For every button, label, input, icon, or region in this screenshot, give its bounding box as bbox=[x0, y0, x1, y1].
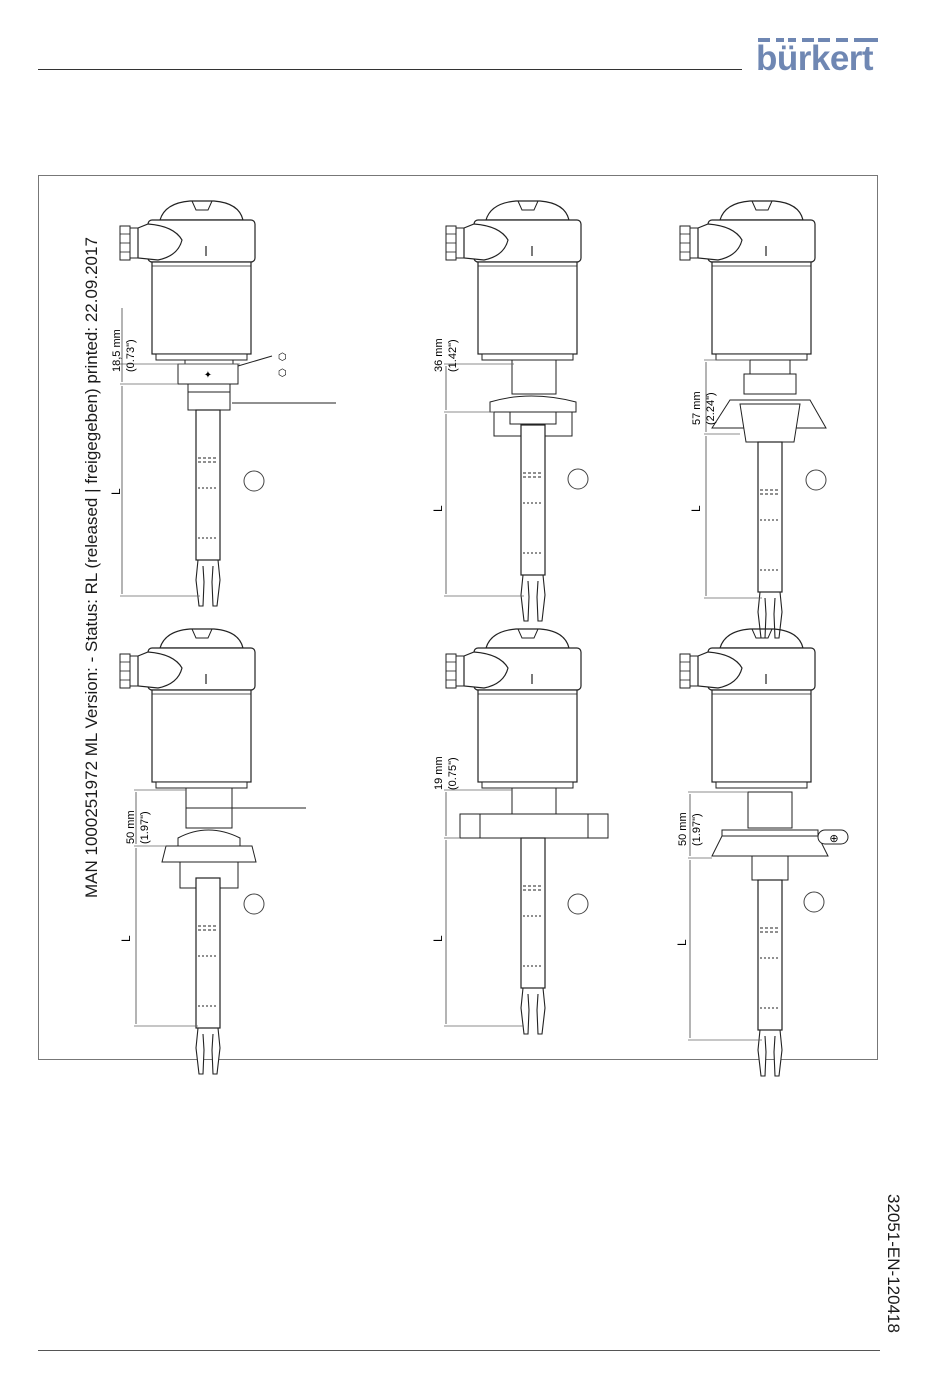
dim-varivent-in: (1.97") bbox=[691, 813, 703, 846]
dim-varivent-mm: 50 mm bbox=[677, 812, 689, 846]
length-label: L bbox=[119, 935, 133, 942]
length-label: L bbox=[431, 505, 445, 512]
svg-text:✦: ✦ bbox=[204, 370, 212, 381]
footer-rule bbox=[38, 1350, 880, 1351]
drawing-clamp-36-version bbox=[444, 201, 588, 621]
dim-thread-mm: 18,5 mm bbox=[111, 329, 123, 372]
drawing-thread-version: ✦ ⬡ ⬡ bbox=[120, 201, 336, 606]
length-label: L bbox=[675, 939, 689, 946]
dim-flange-mm: 19 mm bbox=[433, 756, 445, 790]
svg-text:⬡: ⬡ bbox=[278, 368, 287, 379]
dim-hygienic57-mm: 57 mm bbox=[691, 391, 703, 425]
dim-hygienic57-in: (2.24") bbox=[705, 392, 717, 425]
dim-flange-in: (0.75") bbox=[447, 757, 459, 790]
dim-thread-in: (0.73") bbox=[125, 339, 137, 372]
length-label: L bbox=[431, 935, 445, 942]
svg-text:⬡: ⬡ bbox=[278, 352, 287, 363]
svg-text:⊕: ⊕ bbox=[829, 833, 838, 845]
length-label: L bbox=[109, 488, 123, 495]
dim-clamp50-in: (1.97") bbox=[139, 811, 151, 844]
length-label: L bbox=[689, 505, 703, 512]
drawing-flange-version bbox=[444, 629, 608, 1034]
dim-clamp36-in: (1.42") bbox=[447, 339, 459, 372]
document-code: 32051-EN-120418 bbox=[883, 1194, 903, 1333]
dim-clamp50-mm: 50 mm bbox=[125, 810, 137, 844]
drawing-varivent-version: ⊕ bbox=[680, 629, 848, 1076]
drawing-clamp-50-version bbox=[120, 629, 306, 1074]
dim-clamp36-mm: 36 mm bbox=[433, 338, 445, 372]
